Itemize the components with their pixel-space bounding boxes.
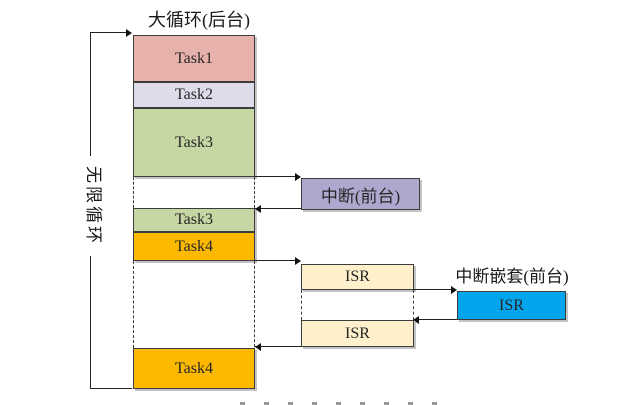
background-loop-title: 大循环(后台) (148, 10, 250, 30)
task4-block-second: Task4 (133, 348, 255, 389)
arrow-isr-to-nested-head-icon (451, 286, 457, 294)
arrow-task4-to-isr-line (255, 260, 295, 261)
arrow-interrupt-return-line (255, 208, 301, 209)
task2-block: Task2 (133, 82, 255, 108)
arrow-interrupt-return-head-icon (255, 205, 261, 213)
arrow-isr-return-to-task4-head-icon (255, 343, 261, 351)
task3-block-second: Task3 (133, 208, 255, 232)
isr-gap-dashed-right (413, 290, 414, 320)
arrow-nested-return-line (414, 319, 457, 320)
loop-top-arrowhead-icon (126, 29, 132, 37)
stack-gap2-dashed-right (254, 261, 255, 347)
loop-bracket-top-line (90, 32, 126, 33)
stack-gap1-dashed-right (254, 177, 255, 208)
loop-bracket-bottom-line (90, 388, 132, 389)
arrow-isr-return-to-task4-line (255, 346, 301, 347)
clipped-caption-fragments (240, 402, 455, 405)
interrupt-foreground-block: 中断(前台) (301, 178, 420, 210)
nested-interrupt-title: 中断嵌套(前台) (455, 267, 569, 286)
task1-block: Task1 (133, 35, 255, 82)
arrow-isr-to-nested-line (414, 289, 451, 290)
nested-isr-block: ISR (457, 291, 566, 320)
arrow-task3-to-interrupt-head-icon (295, 173, 301, 181)
isr-block-first: ISR (301, 264, 414, 290)
arrow-task3-to-interrupt-line (255, 176, 295, 177)
arrow-task4-to-isr-head-icon (295, 257, 301, 265)
arrow-nested-return-head-icon (413, 316, 419, 324)
stack-gap2-dashed-left (133, 261, 134, 348)
task3-block-first: Task3 (133, 108, 255, 177)
isr-block-second: ISR (301, 320, 414, 347)
infinite-loop-label: 无限循环 (83, 156, 103, 256)
isr-gap-dashed-left (301, 290, 302, 320)
stack-gap1-dashed-left (133, 177, 134, 208)
task4-block-first: Task4 (133, 232, 255, 261)
